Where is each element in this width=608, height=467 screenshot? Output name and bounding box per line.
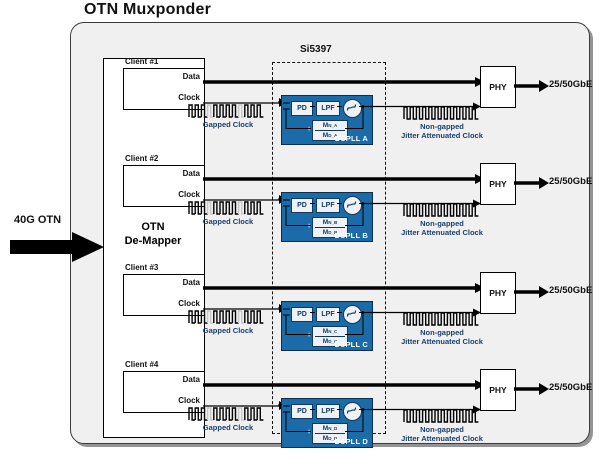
divider-plus-sign: + [307, 429, 312, 436]
phy-output-arrow-icon [514, 79, 550, 93]
phy-output-arrow-icon [514, 382, 550, 396]
phy-output-label: 25/50GbE [549, 382, 593, 393]
client-block [123, 68, 205, 110]
lpf-block: LPF [316, 198, 340, 213]
nongapped-clock-waveform [403, 202, 481, 218]
si5397-label: Si5397 [300, 44, 332, 55]
client-tag: Client #2 [125, 154, 159, 163]
client-port-label-clock: Clock [178, 93, 200, 102]
dspll-name-label: DSPLL D [334, 437, 368, 446]
nco-oscillator-icon [343, 196, 362, 215]
gapped-clock-waveform [188, 309, 266, 325]
client-port-label-data: Data [182, 72, 200, 81]
gapped-clock-caption: Gapped Clock [202, 326, 254, 335]
demapper-line-1: OTN [141, 221, 165, 233]
phy-output-label: 25/50GbE [549, 79, 593, 90]
client-port-label-data: Data [182, 375, 200, 384]
dspll-internal-wiring [281, 192, 371, 240]
phy-block: PHY [480, 163, 516, 205]
input-label-40g-otn: 40G OTN [14, 214, 62, 226]
nco-oscillator-icon [343, 402, 362, 421]
divider-fraction-bar [315, 336, 345, 337]
lpf-block: LPF [316, 101, 340, 116]
phy-output-arrow-icon [514, 176, 550, 190]
nongapped-clock-waveform [403, 105, 481, 121]
gapped-clock-caption: Gapped Clock [202, 423, 254, 432]
pd-block: PD [291, 307, 313, 322]
dspll-name-label: DSPLL B [334, 231, 368, 240]
pd-block: PD [291, 198, 313, 213]
client-port-label-data: Data [182, 278, 200, 287]
gapped-clock-waveform [188, 103, 266, 119]
pd-block: PD [291, 404, 313, 419]
nco-oscillator-icon [343, 99, 362, 118]
divider-fraction-bar [315, 433, 345, 434]
client-block [123, 371, 205, 413]
divider-plus-sign: + [307, 126, 312, 133]
page-title: OTN Muxponder [84, 1, 212, 18]
gapped-clock-waveform [188, 406, 266, 422]
client-block [123, 165, 205, 207]
divider-fraction-bar [315, 130, 345, 131]
client-port-label-clock: Clock [178, 299, 200, 308]
nongapped-clock-waveform [403, 408, 481, 424]
dspll-internal-wiring [281, 301, 371, 349]
divider-plus-sign: + [307, 332, 312, 339]
client-tag: Client #1 [125, 57, 159, 66]
client-port-label-clock: Clock [178, 396, 200, 405]
divider-plus-sign: + [307, 223, 312, 230]
dspll-name-label: DSPLL A [334, 134, 368, 143]
client-tag: Client #4 [125, 360, 159, 369]
lpf-block: LPF [316, 404, 340, 419]
nongapped-clock-waveform [403, 311, 481, 327]
dspll-internal-wiring [281, 398, 371, 446]
divider-fraction-bar [315, 227, 345, 228]
demapper-line-2: De-Mapper [124, 235, 182, 247]
pd-block: PD [291, 101, 313, 116]
client-port-label-clock: Clock [178, 190, 200, 199]
lpf-block: LPF [316, 307, 340, 322]
dspll-internal-wiring [281, 95, 371, 143]
phy-output-arrow-icon [514, 285, 550, 299]
client-block [123, 274, 205, 316]
phy-block: PHY [480, 272, 516, 314]
gapped-clock-waveform [188, 200, 266, 216]
phy-block: PHY [480, 369, 516, 411]
input-arrow-icon [10, 232, 106, 262]
otn-demapper-label: OTN De-Mapper [103, 220, 203, 248]
client-port-label-data: Data [182, 169, 200, 178]
phy-block: PHY [480, 66, 516, 108]
gapped-clock-caption: Gapped Clock [202, 120, 254, 129]
gapped-clock-caption: Gapped Clock [202, 217, 254, 226]
dspll-name-label: DSPLL C [334, 340, 368, 349]
phy-output-label: 25/50GbE [549, 176, 593, 187]
client-tag: Client #3 [125, 263, 159, 272]
nco-oscillator-icon [343, 305, 362, 324]
phy-output-label: 25/50GbE [549, 285, 593, 296]
